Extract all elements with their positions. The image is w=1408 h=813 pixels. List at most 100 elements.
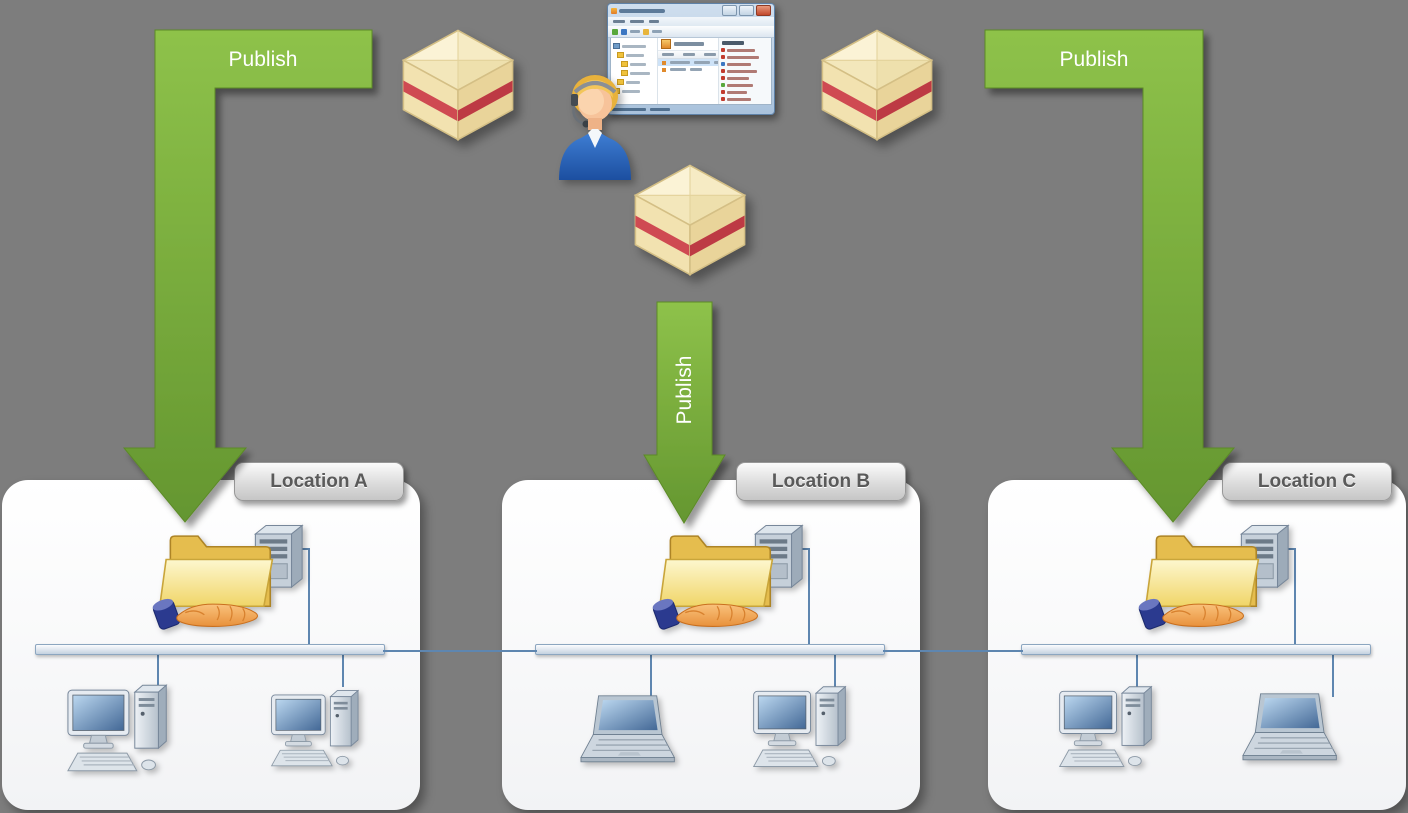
console-list-pane [658, 38, 719, 104]
toolbar-icon[interactable] [621, 28, 627, 35]
toolbar-control[interactable] [630, 30, 640, 33]
tree-item[interactable] [621, 70, 655, 76]
list-row-selected[interactable] [658, 59, 718, 66]
label-bar [622, 44, 646, 48]
location-c-section: Location C [988, 462, 1408, 813]
network-line [308, 548, 310, 646]
toolbar-icon[interactable] [612, 28, 618, 35]
label-bar [727, 55, 759, 59]
location-b-label: Location B [771, 470, 871, 492]
package-icon [661, 39, 671, 49]
network-line [342, 653, 344, 687]
minimize-icon[interactable] [722, 5, 737, 16]
menu-item[interactable] [613, 20, 625, 23]
action-item[interactable] [721, 76, 769, 80]
action-icon [721, 97, 725, 101]
action-icon [721, 90, 725, 94]
cell-bar [694, 61, 710, 64]
actions-title-bar [722, 41, 744, 45]
location-a-tab: Location A [234, 462, 404, 501]
label-bar [727, 48, 755, 52]
cell-bar [670, 68, 686, 71]
cell-bar [714, 61, 718, 64]
shared-folder-server-icon [147, 517, 317, 636]
shared-folder-server-icon [647, 517, 817, 636]
package-icon [662, 67, 666, 72]
laptop-computer-icon [1234, 692, 1340, 766]
location-c-label: Location C [1257, 470, 1357, 492]
action-item[interactable] [721, 48, 769, 52]
console-body [610, 38, 772, 105]
list-column-headers[interactable] [658, 51, 718, 59]
network-line [808, 548, 810, 646]
label-bar [630, 71, 650, 75]
location-a-label: Location A [270, 470, 368, 492]
folder-icon [621, 70, 628, 76]
software-package-icon [625, 160, 755, 280]
console-statusbar [608, 105, 774, 114]
action-icon [721, 55, 725, 59]
console-menubar [608, 17, 774, 26]
label-bar [727, 69, 757, 73]
console-titlebar [608, 4, 774, 17]
menu-item[interactable] [649, 20, 659, 23]
cell-bar [690, 68, 702, 71]
package-icon [662, 60, 666, 65]
arrow-label: Publish [1060, 48, 1129, 71]
tree-item[interactable] [617, 79, 655, 85]
console-tree-pane [611, 38, 658, 104]
list-title-bar [674, 42, 704, 46]
action-item[interactable] [721, 62, 769, 66]
action-item[interactable] [721, 90, 769, 94]
label-bar [727, 97, 751, 101]
window-title-text [619, 8, 665, 13]
maximize-icon[interactable] [739, 5, 754, 16]
desktop-computer-icon [750, 684, 860, 772]
list-row[interactable] [658, 66, 718, 73]
action-icon [721, 69, 725, 73]
network-bus [1021, 644, 1371, 655]
software-package-icon [393, 25, 523, 145]
network-line [834, 653, 836, 687]
menu-item[interactable] [630, 20, 644, 23]
location-b-tab: Location B [736, 462, 906, 501]
folder-icon [617, 79, 624, 85]
label-bar [727, 76, 749, 80]
list-header-band [658, 38, 718, 51]
arrow-label: Publish [673, 356, 696, 425]
toolbar-icon[interactable] [643, 28, 649, 35]
network-link-a-b [383, 650, 537, 652]
software-package-icon [812, 25, 942, 145]
network-bus [535, 644, 885, 655]
network-link-b-c [883, 650, 1023, 652]
action-icon [721, 48, 725, 52]
toolbar-control[interactable] [652, 30, 662, 33]
desktop-computer-icon [64, 682, 182, 777]
console-actions-pane [719, 38, 771, 104]
arrow-shape [984, 29, 1236, 523]
action-item[interactable] [721, 69, 769, 73]
close-icon[interactable] [756, 5, 771, 16]
status-text-bar [650, 108, 670, 111]
label-bar [727, 90, 747, 94]
tree-item[interactable] [621, 61, 655, 67]
action-item[interactable] [721, 55, 769, 59]
desktop-computer-icon [1056, 684, 1166, 772]
tree-item[interactable] [613, 43, 655, 49]
arrow-shape [122, 29, 373, 523]
action-item[interactable] [721, 97, 769, 101]
tree-item[interactable] [617, 52, 655, 58]
publish-arrow-right: Publish [984, 29, 1236, 523]
column-header-bar [662, 53, 674, 56]
status-text-bar [612, 108, 646, 111]
console-toolbar [608, 26, 774, 38]
network-line [157, 653, 159, 687]
folder-icon [617, 52, 624, 58]
action-item[interactable] [721, 83, 769, 87]
network-line [1332, 653, 1334, 697]
desktop-computer-icon [268, 688, 372, 771]
label-bar [626, 53, 644, 57]
label-bar [727, 62, 751, 66]
network-line [650, 653, 652, 697]
